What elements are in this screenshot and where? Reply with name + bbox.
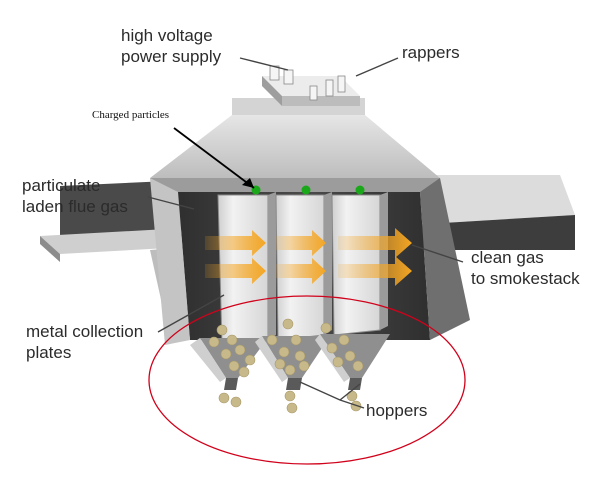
label-clean-gas-line2: to smokestack [471, 269, 580, 288]
charged-particles [251, 185, 365, 195]
leader-lines [147, 57, 464, 409]
label-charged-particles: Charged particles [92, 109, 170, 121]
label-flue-gas-line1: particulate [22, 176, 101, 195]
label-hoppers: hoppers [366, 401, 428, 420]
arrow-icon [338, 256, 412, 286]
arrow-icon [276, 258, 326, 284]
label-power-supply-line1: high voltage [121, 26, 213, 45]
label-power-supply-line2: power supply [121, 47, 222, 66]
arrow-icon [276, 230, 326, 256]
rapper-icon [325, 79, 334, 97]
arrow-icon [205, 258, 266, 284]
insulator-icon [283, 69, 294, 85]
hopper-highlight-ellipse [148, 295, 466, 465]
flow-arrows [205, 228, 412, 286]
rapper-icon [337, 75, 346, 93]
arrowhead-icon [242, 178, 254, 188]
rapper-icon [309, 85, 318, 101]
arrow-icon [205, 230, 266, 256]
collected-particles [208, 318, 364, 414]
power-supply-box [262, 65, 360, 106]
label-flue-gas-line2: laden flue gas [22, 197, 128, 216]
arrow-icon [338, 228, 412, 258]
label-clean-gas-line1: clean gas [471, 248, 544, 267]
label-plates-line1: metal collection [26, 322, 144, 341]
label-plates-line2: plates [26, 343, 72, 362]
label-rappers: rappers [402, 43, 460, 62]
